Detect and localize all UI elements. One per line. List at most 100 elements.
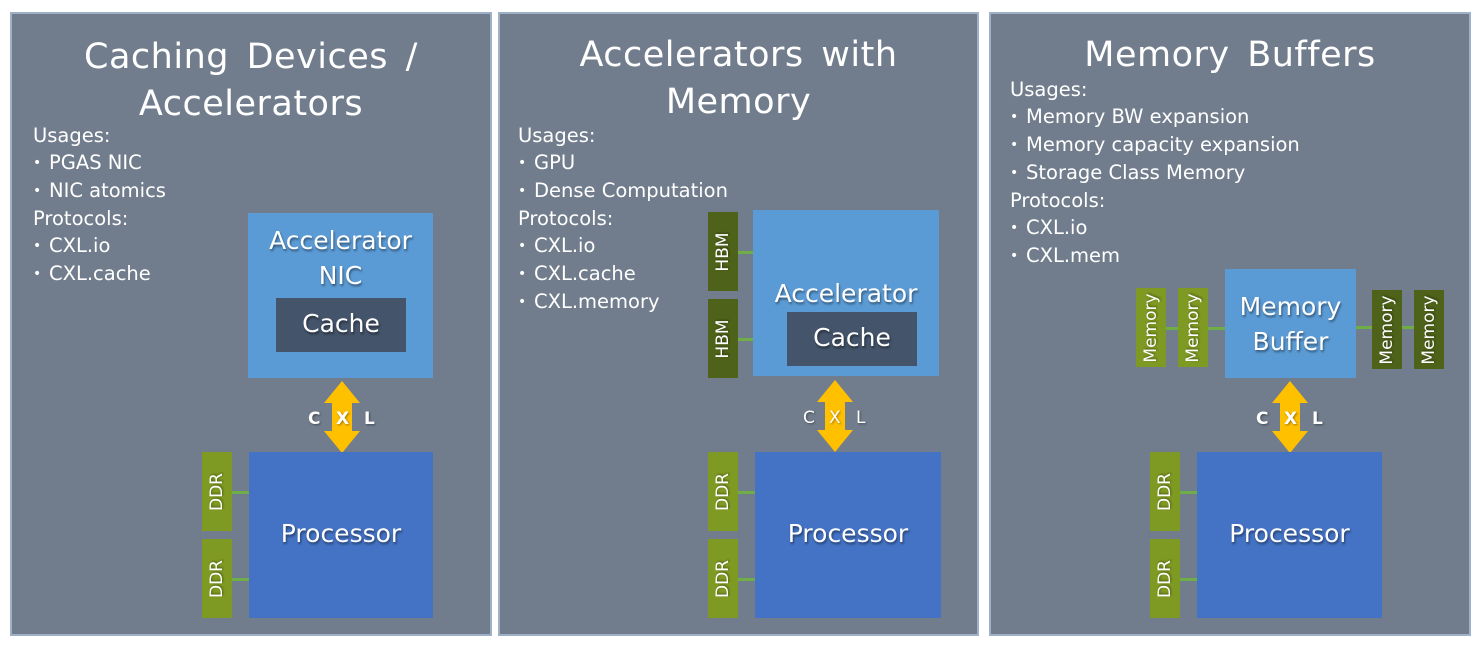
hbm-memory-stick: HBM bbox=[708, 299, 738, 378]
usage-item: •NIC atomics bbox=[33, 177, 166, 205]
bullet-icon: • bbox=[1010, 248, 1019, 264]
memory-buffer-label: Memory Buffer bbox=[1225, 289, 1356, 359]
accelerator-block: Accelerator Cache bbox=[753, 210, 939, 376]
cxl-arrow-shape bbox=[324, 381, 360, 453]
title-line-2: Memory bbox=[665, 82, 812, 122]
usages-heading: Usages: bbox=[518, 124, 596, 147]
cxl-letter-l: L bbox=[1312, 409, 1323, 429]
cxl-letter-c: C bbox=[1256, 409, 1269, 429]
panel-title: Caching Devices / Accelerators bbox=[12, 36, 490, 126]
processor-block: Processor bbox=[1197, 452, 1382, 618]
memory-stick: Memory bbox=[1414, 290, 1444, 369]
processor-block: Processor bbox=[755, 452, 941, 618]
bullet-icon: • bbox=[518, 266, 527, 282]
bullet-icon: • bbox=[33, 183, 42, 199]
hbm-link-line bbox=[738, 338, 755, 341]
ddr-link-line bbox=[1180, 491, 1197, 494]
usage-item: •Storage Class Memory bbox=[1010, 159, 1300, 187]
device-label-line-1: Memory bbox=[1239, 292, 1342, 321]
usages-heading: Usages: bbox=[33, 124, 111, 147]
usage-item: •PGAS NIC bbox=[33, 149, 166, 177]
protocol-item: •CXL.cache bbox=[33, 260, 166, 288]
cache-block: Cache bbox=[276, 298, 406, 352]
cxl-link-arrow-icon bbox=[1272, 381, 1308, 453]
ddr-label: DDR bbox=[1155, 559, 1175, 598]
ddr-memory-stick: DDR bbox=[202, 452, 232, 531]
protocol-item: •CXL.io bbox=[33, 232, 166, 260]
memory-link-line bbox=[1208, 327, 1225, 330]
device-label-line-2: NIC bbox=[318, 261, 363, 290]
hbm-label: HBM bbox=[713, 231, 733, 272]
cxl-arrow-shape bbox=[1272, 381, 1308, 453]
ddr-label: DDR bbox=[207, 472, 227, 511]
title-line-2: Accelerators bbox=[138, 84, 364, 124]
protocol-item: •CXL.io bbox=[1010, 214, 1300, 242]
bullet-icon: • bbox=[518, 183, 527, 199]
ddr-label: DDR bbox=[1155, 472, 1175, 511]
usage-item: •Memory BW expansion bbox=[1010, 103, 1300, 131]
ddr-memory-stick: DDR bbox=[708, 539, 738, 618]
cxl-link-arrow-icon bbox=[817, 380, 853, 452]
bullet-icon: • bbox=[518, 155, 527, 171]
usage-protocol-list: Usages: •Memory BW expansion •Memory cap… bbox=[1010, 76, 1300, 270]
accelerator-nic-label: Accelerator NIC bbox=[248, 223, 433, 293]
cxl-arrow-shape bbox=[817, 380, 853, 452]
protocol-item: •CXL.io bbox=[518, 232, 728, 260]
usage-item: •Memory capacity expansion bbox=[1010, 131, 1300, 159]
processor-label: Processor bbox=[787, 519, 909, 548]
ddr-link-line bbox=[232, 491, 249, 494]
cxl-link-arrow-icon bbox=[324, 381, 360, 453]
ddr-memory-stick: DDR bbox=[1150, 539, 1180, 618]
title-line-1: Caching Devices / bbox=[84, 37, 418, 77]
memory-link-line bbox=[1356, 326, 1372, 329]
bullet-icon: • bbox=[33, 238, 42, 254]
ddr-memory-stick: DDR bbox=[1150, 452, 1180, 531]
panel-caching-devices: Caching Devices / Accelerators Usages: •… bbox=[10, 12, 492, 636]
cxl-letter-x: X bbox=[1284, 409, 1298, 429]
memory-stick: Memory bbox=[1136, 288, 1166, 367]
panel-accelerators-with-memory: Accelerators with Memory Usages: •GPU •D… bbox=[498, 12, 979, 636]
cxl-letter-l: L bbox=[364, 409, 375, 429]
cxl-letter-c: C bbox=[308, 409, 321, 429]
usage-item: •Dense Computation bbox=[518, 177, 728, 205]
ddr-memory-stick: DDR bbox=[202, 539, 232, 618]
memory-stick: Memory bbox=[1372, 290, 1402, 369]
usage-protocol-list: Usages: •PGAS NIC •NIC atomics Protocols… bbox=[33, 122, 166, 288]
protocol-item: •CXL.cache bbox=[518, 260, 728, 288]
cache-label: Cache bbox=[302, 309, 380, 338]
ddr-link-line bbox=[232, 578, 249, 581]
protocol-item: •CXL.mem bbox=[1010, 242, 1300, 270]
ddr-link-line bbox=[738, 491, 755, 494]
cache-block: Cache bbox=[787, 312, 917, 366]
bullet-icon: • bbox=[1010, 137, 1019, 153]
usage-protocol-list: Usages: •GPU •Dense Computation Protocol… bbox=[518, 122, 728, 316]
memory-label: Memory bbox=[1183, 292, 1203, 363]
accelerator-nic-block: Accelerator NIC Cache bbox=[248, 213, 433, 378]
memory-link-line bbox=[1402, 326, 1414, 329]
cxl-letter-c: C bbox=[803, 408, 815, 428]
panel-title: Memory Buffers bbox=[1084, 35, 1376, 75]
ddr-memory-stick: DDR bbox=[708, 452, 738, 531]
memory-label: Memory bbox=[1377, 294, 1397, 365]
title-line-1: Accelerators with bbox=[579, 35, 898, 75]
processor-label: Processor bbox=[1229, 519, 1350, 548]
cxl-letter-l: L bbox=[856, 408, 866, 428]
ddr-link-line bbox=[738, 578, 755, 581]
bullet-icon: • bbox=[33, 266, 42, 282]
cache-label: Cache bbox=[813, 323, 891, 352]
ddr-label: DDR bbox=[207, 559, 227, 598]
ddr-link-line bbox=[1180, 578, 1197, 581]
cxl-letter-x: X bbox=[829, 408, 841, 428]
processor-block: Processor bbox=[249, 452, 433, 618]
ddr-label: DDR bbox=[713, 559, 733, 598]
usages-heading: Usages: bbox=[1010, 78, 1088, 101]
device-label-line-2: Buffer bbox=[1252, 327, 1329, 356]
protocols-heading: Protocols: bbox=[33, 207, 129, 230]
accelerator-label: Accelerator bbox=[774, 279, 918, 308]
memory-link-line bbox=[1166, 327, 1178, 330]
panel-title: Accelerators with Memory bbox=[500, 34, 977, 124]
bullet-icon: • bbox=[518, 238, 527, 254]
bullet-icon: • bbox=[1010, 165, 1019, 181]
usage-item: •GPU bbox=[518, 149, 728, 177]
bullet-icon: • bbox=[518, 294, 527, 310]
